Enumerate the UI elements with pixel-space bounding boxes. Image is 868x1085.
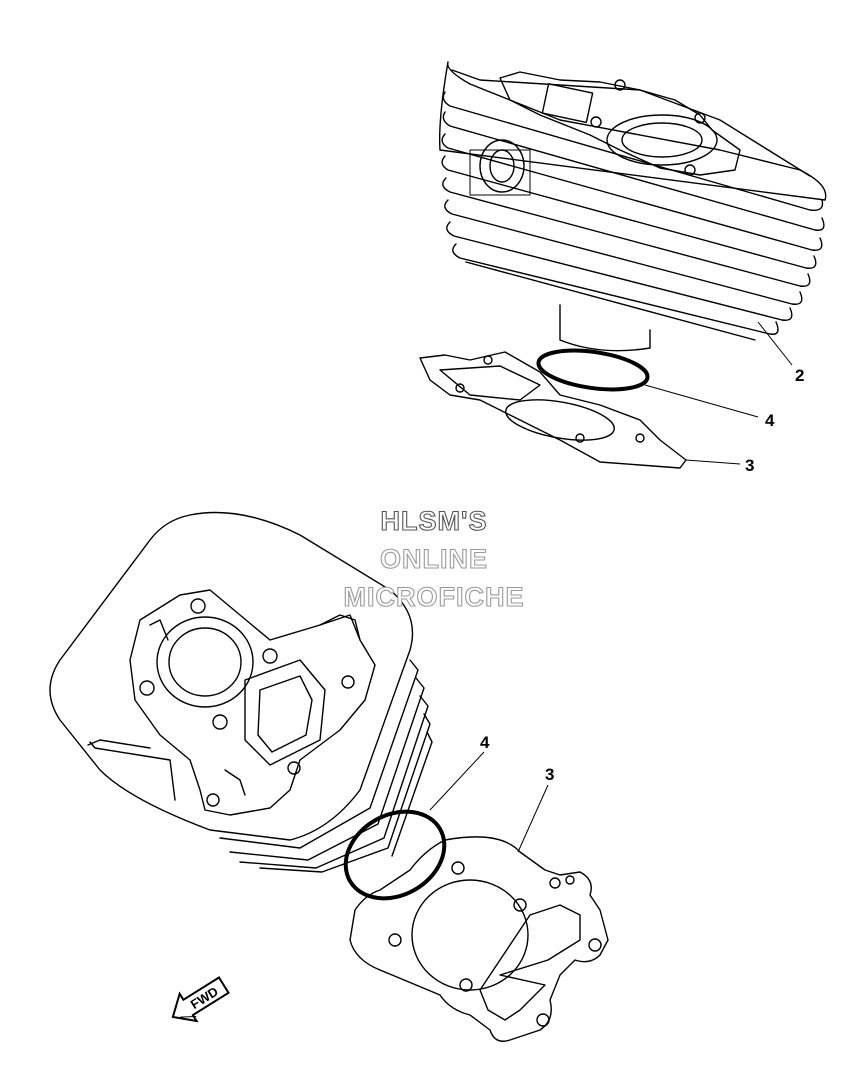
leader-line-3-top — [685, 459, 741, 465]
cylinder-top-view — [438, 61, 827, 352]
fwd-arrow-icon: FWD — [171, 976, 230, 1023]
leader-line-4-bottom — [429, 751, 485, 811]
watermark-line-1: HLSM'S — [381, 506, 488, 536]
o-ring-bottom — [343, 809, 447, 901]
cylinder-bottom-view — [49, 511, 433, 873]
callout-3-top: 3 — [745, 456, 754, 475]
watermark-line-3: MICROFICHE — [344, 582, 525, 612]
callout-4-top: 4 — [765, 411, 775, 430]
callout-2: 2 — [795, 366, 804, 385]
base-gasket-bottom — [349, 836, 609, 1042]
leader-line-2 — [757, 321, 793, 366]
leader-line-3-bottom — [517, 784, 549, 853]
callout-3-bottom: 3 — [545, 765, 554, 784]
watermark: HLSM'S ONLINE MICROFICHE — [343, 505, 525, 612]
base-gasket-top — [419, 351, 687, 469]
callout-4-bottom: 4 — [480, 733, 490, 752]
watermark-line-2: ONLINE — [380, 544, 488, 574]
leader-line-4-top — [644, 384, 759, 418]
o-ring-top — [536, 348, 650, 392]
